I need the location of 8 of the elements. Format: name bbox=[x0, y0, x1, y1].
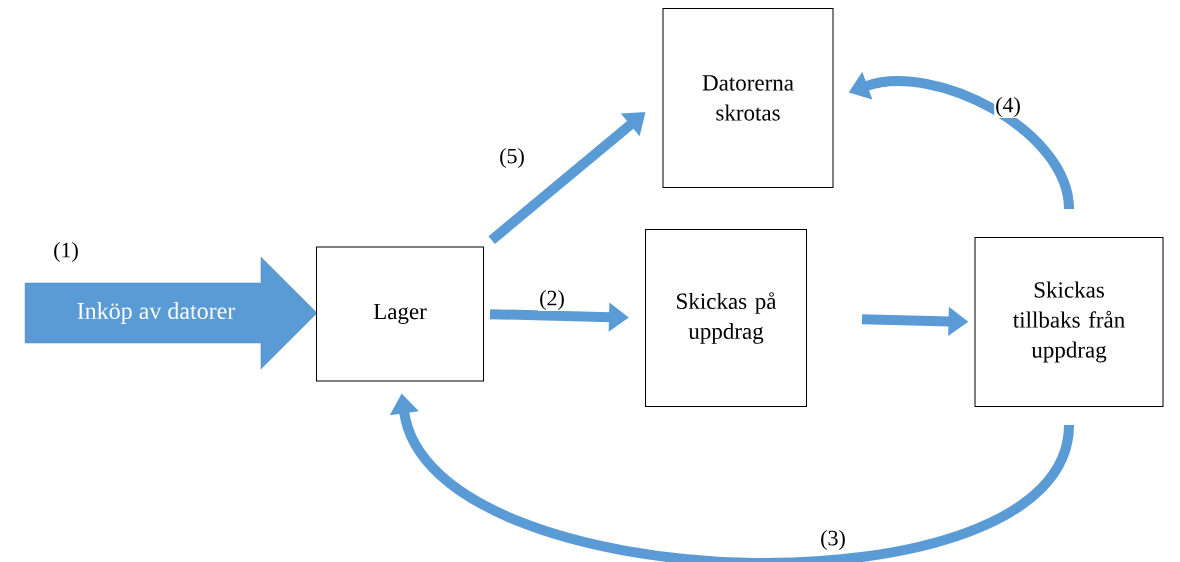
process-box: Skickas på uppdrag bbox=[645, 229, 807, 407]
edge-label: (3) bbox=[819, 529, 847, 551]
edge-label: (4) bbox=[994, 96, 1022, 118]
process-box: Skickas tillbaks från uppdrag bbox=[974, 237, 1164, 407]
process-box: Lager bbox=[316, 246, 484, 382]
edge-label: (5) bbox=[498, 147, 526, 169]
edge-label: (2) bbox=[538, 289, 566, 311]
process-box: Datorerna skrotas bbox=[662, 8, 834, 188]
